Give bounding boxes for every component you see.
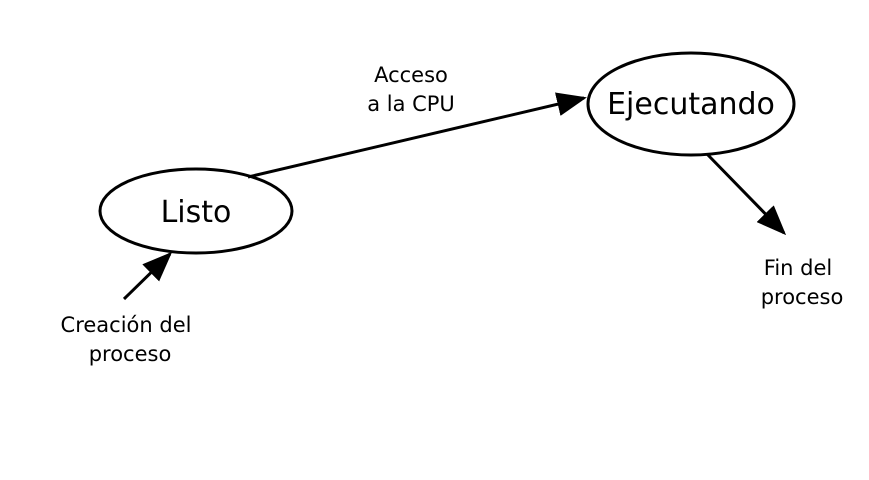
dispatch-label-line2: a la CPU <box>367 92 455 116</box>
arrow-exit <box>705 152 787 236</box>
arrow-dispatch <box>247 92 587 179</box>
state-running-label: Ejecutando <box>607 87 775 122</box>
exit-label-line1: Fin del <box>764 256 832 280</box>
arrow-create <box>122 251 173 301</box>
dispatch-label-line1: Acceso <box>374 63 448 87</box>
exit-label-line2: proceso <box>761 285 844 309</box>
state-ready-label: Listo <box>161 195 232 230</box>
state-running-node <box>586 51 796 157</box>
state-ready-node <box>98 167 294 255</box>
create-label-line2: proceso <box>89 342 172 366</box>
create-label-line1: Creación del <box>61 313 192 337</box>
